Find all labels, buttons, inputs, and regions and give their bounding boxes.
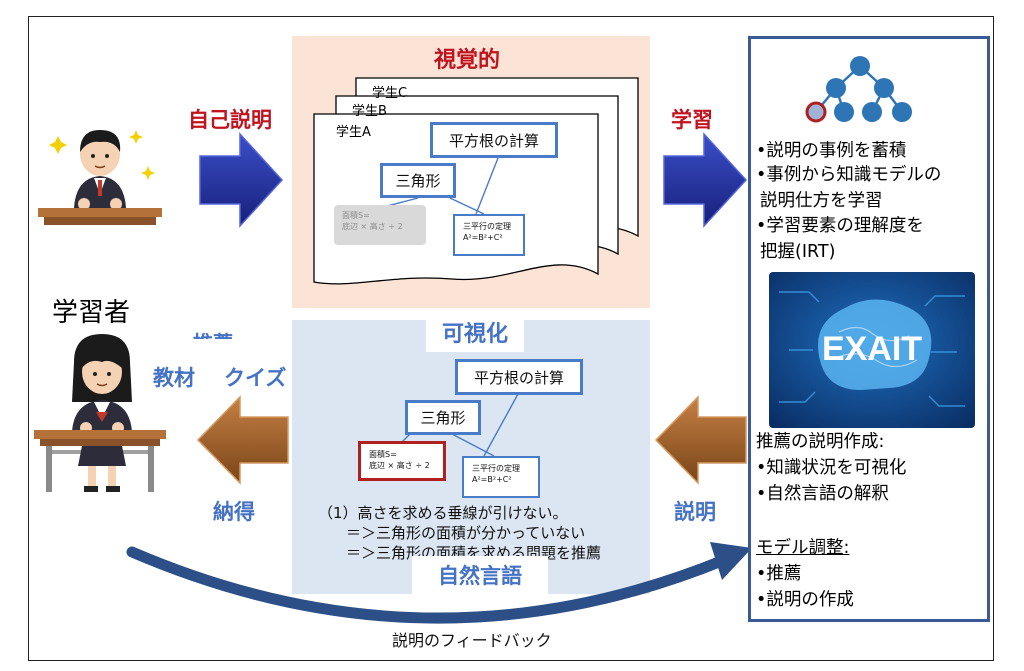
convinced-label: 納得: [213, 500, 255, 524]
visualization-title: 可視化: [426, 312, 524, 352]
bottom-node-triangle: 三角形: [405, 400, 481, 435]
arrow-left-brown-right: [654, 395, 747, 485]
teaching-material-text: 教材: [153, 366, 195, 390]
recommend-text: 推薦: [193, 331, 233, 339]
top-node-triangle: 三角形: [380, 163, 456, 198]
arrow-right-blue-right: [663, 132, 748, 228]
exait-logo-text: EXAIT: [821, 330, 923, 368]
visual-title: 視覚的: [434, 48, 501, 73]
natural-language-label: 自然言語: [412, 556, 548, 594]
sheet-a-label: 学生A: [336, 125, 371, 140]
top-node-pythagoras-line1: 三平行の定理: [463, 222, 511, 231]
exait-bullet-5: 把握(IRT): [760, 242, 836, 262]
self-explanation-label: 自己説明: [188, 108, 272, 132]
sheet-c-label: 学生C: [372, 86, 408, 101]
recommend-label: 推薦: [193, 327, 239, 339]
bottom-node-area-line1: 面積S=: [369, 450, 397, 459]
feedback-label: 説明のフィードバック: [392, 631, 552, 650]
exait-bullet-4: •学習要素の理解度を: [756, 216, 924, 236]
exait-bullet-1: •説明の事例を蓄積: [756, 141, 907, 161]
bottom-node-pythagoras-line1: 三平行の定理: [472, 464, 520, 473]
rec-heading: 推薦の説明作成:: [756, 432, 885, 452]
top-node-area: 面積S= 底辺 × 高さ ÷ 2: [334, 205, 426, 245]
outer-frame: [28, 16, 994, 661]
top-node-square-root: 平方根の計算: [430, 122, 558, 158]
bottom-node-area-line2: 底辺 × 高さ ÷ 2: [369, 460, 430, 470]
top-node-pythagoras-line2: A²=B²+C²: [463, 232, 503, 242]
top-node-area-line1: 面積S=: [342, 211, 370, 220]
learner-label: 学習者: [52, 298, 131, 328]
sheet-b-label: 学生B: [352, 104, 387, 119]
explanation-line-2: ＝＞三角形の面積が分かっていない: [346, 524, 586, 542]
top-node-pythagoras: 三平行の定理 A²=B²+C²: [453, 214, 525, 256]
visualization-title-text: 可視化: [441, 322, 508, 347]
explanation-label: 説明: [674, 500, 716, 524]
student-girl-icon: [34, 334, 166, 492]
bottom-node-square-root: 平方根の計算: [455, 359, 583, 395]
model-item-2: •説明の作成: [756, 590, 854, 610]
exait-bullet-2: •事例から知識モデルの: [756, 165, 942, 185]
model-item-1: •推薦: [756, 564, 802, 584]
arrow-right-blue-left: [199, 132, 284, 228]
arrow-left-brown-left: [196, 395, 289, 485]
teaching-material-label: 教材: [153, 362, 207, 392]
knowledge-tree-icon: [805, 56, 912, 123]
exait-bullet-3: 説明仕方を学習: [760, 191, 883, 211]
top-node-area-line2: 底辺 × 高さ ÷ 2: [342, 221, 403, 231]
rec-item-1: •知識状況を可視化: [756, 458, 907, 478]
student-boy-icon: [38, 130, 162, 225]
model-heading: モデル調整:: [756, 538, 850, 558]
rec-item-2: •自然言語の解釈: [756, 484, 889, 504]
learning-label: 学習: [671, 108, 713, 132]
natural-language-text: 自然言語: [438, 564, 522, 588]
circuit-brain-icon: [769, 272, 975, 428]
bottom-node-pythagoras-line2: A²=B²+C²: [472, 474, 512, 484]
explanation-line-1: （1）高さを求める垂線が引けない。: [318, 504, 568, 522]
bottom-node-area: 面積S= 底辺 × 高さ ÷ 2: [358, 441, 446, 481]
bottom-node-pythagoras: 三平行の定理 A²=B²+C²: [462, 456, 540, 498]
quiz-label: クイズ: [224, 366, 287, 390]
